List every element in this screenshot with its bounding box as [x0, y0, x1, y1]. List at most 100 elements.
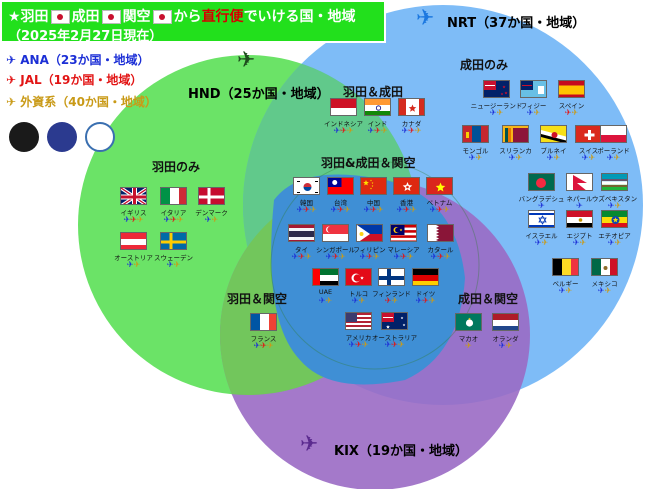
jal-plane-icon: ✈ [355, 340, 362, 349]
ana-plane-icon: ✈ [367, 126, 375, 135]
country-name-pl: ポーランド [597, 147, 630, 155]
ana-plane-icon: ✈ [330, 205, 338, 214]
foreign-plane-icon: ✈ [475, 153, 483, 162]
ana-plane-icon: ✈ [572, 238, 580, 247]
country-name-us: アメリカ [345, 334, 372, 342]
legend-ana: ✈ ANA（23か国・地域） [6, 51, 150, 68]
ana-plane-icon: ✈ [296, 205, 304, 214]
fi-flag-icon [378, 268, 405, 286]
ca-flag-icon [398, 98, 425, 116]
region-narita-kansai: 成田＆関空 [458, 292, 519, 306]
country-name-tr: トルコ [348, 290, 369, 298]
et-flag-icon [601, 210, 628, 228]
ana-plane-icon: ✈ [363, 205, 371, 214]
jal-plane-icon: ✈ [366, 252, 373, 261]
airline-icons-se: ✈✈ [154, 261, 194, 269]
jal-plane-icon: ✈ [370, 205, 377, 214]
jal-plane-icon: ✈ [298, 252, 305, 261]
jal-plane-icon: ✈ [130, 215, 137, 224]
title-direct: 直行便 [201, 9, 244, 25]
country-name-qa: カタール [427, 246, 454, 254]
country-name-tw: 台湾 [334, 199, 347, 207]
foreign-plane-icon: ✈ [338, 252, 346, 261]
vn-flag-icon [426, 177, 453, 195]
country-name-il: イスラエル [525, 232, 558, 240]
country-name-nl: オランダ [492, 335, 519, 343]
country-name-ch: スイス [578, 147, 599, 155]
center-ring [270, 160, 480, 370]
airline-icons-de: ✈✈✈ [406, 297, 446, 305]
airline-icons-vn: ✈✈✈ [420, 206, 460, 214]
airline-icons-au: ✈✈✈ [375, 341, 415, 349]
country-name-ca: カナダ [401, 120, 422, 128]
my-flag-icon [390, 224, 417, 242]
legend-jal: ✈ JAL（19か国・地域） [6, 71, 142, 88]
region-all-three: 羽田&成田＆関空 [321, 156, 416, 170]
country-name-mn: モンゴル [462, 147, 489, 155]
foreign-plane-icon: ✈ [266, 341, 274, 350]
hk-flag-icon [393, 177, 420, 195]
title-haneda: ★羽田 [8, 9, 49, 25]
airline-icons-gb: ✈✈✈ [114, 216, 154, 224]
airline-icons-ph: ✈✈✈ [350, 253, 390, 261]
foreign-plane-icon: ✈ [414, 126, 422, 135]
region-haneda-kansai: 羽田＆関空 [227, 292, 288, 306]
airline-icons-sg: ✈✈✈ [316, 253, 356, 261]
airline-icons-fr: ✈✈✈ [244, 342, 284, 350]
jal-plane-icon: ✈ [384, 296, 392, 305]
foreign-plane-icon: ✈ [496, 108, 504, 117]
country-name-uz: ウズベキスタン [591, 195, 638, 203]
ana-plane-icon: ✈ [291, 252, 299, 261]
hnd-plane-icon: ✈ [237, 48, 256, 73]
airline-icons-at: ✈✈ [114, 261, 154, 269]
foreign-plane-icon: ✈ [571, 108, 579, 117]
country-name-at: オーストリア [114, 254, 153, 262]
ana-plane-icon: ✈ [401, 126, 409, 135]
ana-plane-icon: ✈ [534, 238, 542, 247]
ana-plane-icon: ✈ [581, 153, 589, 162]
airline-icons-mn: ✈✈ [456, 154, 496, 162]
ana-plane-icon: ✈ [253, 341, 261, 350]
star-alliance-logo [9, 122, 39, 152]
foreign-plane-icon: ✈ [406, 252, 414, 261]
foreign-plane-icon: ✈ [211, 215, 219, 224]
foreign-plane-icon: ✈ [613, 153, 621, 162]
jal-plane-icon: ✈ [391, 340, 398, 349]
foreign-plane-icon: ✈ [614, 238, 622, 247]
japan-flag-icon [50, 10, 70, 24]
jal-plane-icon: ✈ [437, 252, 444, 261]
airline-icons-qa: ✈✈✈ [421, 253, 461, 261]
airline-icons-mx: ✈✈ [585, 287, 625, 295]
au-flag-icon [381, 312, 408, 330]
country-name-th: タイ [295, 246, 308, 254]
se-flag-icon [160, 232, 187, 250]
foreign-plane-icon: ✈ [343, 205, 351, 214]
airline-icons-ch: ✈✈ [569, 154, 609, 162]
ana-plane-icon: ✈ [576, 201, 583, 210]
foreign-plane-icon: ✈ [515, 153, 523, 162]
jal-plane-icon: ✈ [564, 108, 572, 117]
region-haneda-narita: 羽田＆成田 [343, 85, 404, 99]
ana-plane-icon: ✈ [498, 341, 506, 350]
country-name-in: インド [367, 120, 388, 128]
country-name-fj: フィジー [520, 102, 547, 110]
ana-plane-icon: ✈ [597, 286, 605, 295]
airline-icons-in: ✈✈✈ [358, 127, 398, 135]
ana-plane-icon: ✈ [318, 296, 326, 305]
legend-foreign: ✈ 外資系（40か国・地域） [6, 93, 157, 110]
airline-icons-dk: ✈✈ [192, 216, 232, 224]
ae-flag-icon [312, 268, 339, 286]
country-name-cn: 中国 [367, 199, 380, 207]
foreign-plane-icon: ✈ [173, 260, 181, 269]
us-flag-icon [345, 312, 372, 330]
foreign-plane-icon: ✈ [443, 252, 451, 261]
ana-plane-icon: ✈ [607, 238, 615, 247]
country-name-hk: 香港 [400, 199, 413, 207]
ph-flag-icon [356, 224, 383, 242]
ana-plane-icon: ✈ [546, 153, 554, 162]
country-name-vn: ベトナム [426, 199, 453, 207]
country-name-fr: フランス [250, 335, 277, 343]
region-narita-only: 成田のみ [460, 58, 509, 72]
eg-flag-icon [566, 210, 593, 228]
airline-icons-mo: ✈ [449, 342, 489, 350]
